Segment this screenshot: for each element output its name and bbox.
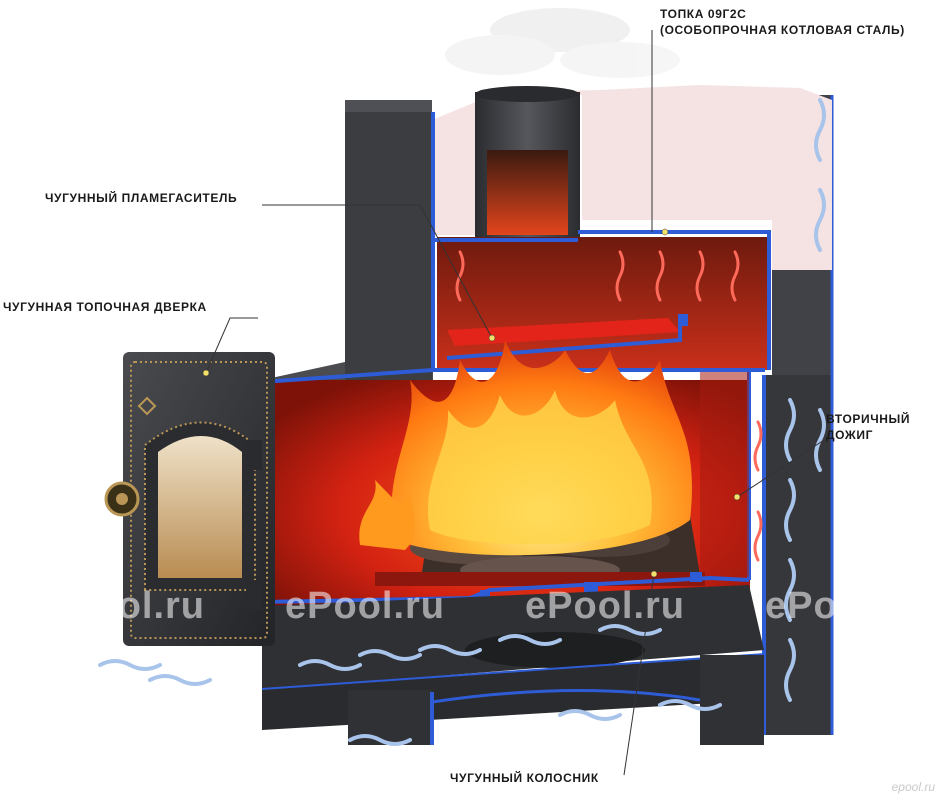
label-fire-door: ЧУГУННАЯ ТОПОЧНАЯ ДВЕРКА bbox=[3, 300, 207, 314]
label-afterburn-line2: ДОЖИГ bbox=[826, 428, 873, 442]
watermark: ePool.ru bbox=[765, 585, 926, 627]
watermark: ePool.ru bbox=[45, 585, 206, 627]
flame-damper bbox=[446, 314, 688, 360]
label-afterburn-line1: ВТОРИЧНЫЙ bbox=[826, 412, 911, 426]
steam bbox=[445, 8, 680, 78]
label-flame-damper: ЧУГУННЫЙ ПЛАМЕГАСИТЕЛЬ bbox=[45, 191, 238, 205]
upper-chamber bbox=[431, 112, 771, 370]
label-firebox-line1: ТОПКА 09Г2С bbox=[660, 7, 747, 21]
corner-logo: epool.ru bbox=[891, 780, 935, 794]
flames bbox=[359, 340, 693, 556]
chimney-pipe bbox=[475, 86, 580, 237]
label-grate: ЧУГУННЫЙ КОЛОСНИК bbox=[450, 771, 599, 785]
label-firebox: ТОПКА 09Г2С (ОСОБОПРОЧНАЯ КОТЛОВАЯ СТАЛЬ… bbox=[660, 6, 905, 38]
watermark: ePool.ru bbox=[525, 585, 686, 627]
heater-stones bbox=[432, 85, 832, 270]
leader-dots bbox=[202, 228, 741, 578]
label-firebox-line2: (ОСОБОПРОЧНАЯ КОТЛОВАЯ СТАЛЬ) bbox=[660, 23, 905, 37]
grate bbox=[261, 572, 750, 604]
leader-lines bbox=[205, 30, 825, 776]
watermark: ePool.ru bbox=[285, 585, 446, 627]
air-inflow-arrows bbox=[98, 98, 826, 746]
label-afterburn: ВТОРИЧНЫЙ ДОЖИГ bbox=[826, 411, 910, 443]
fire-door bbox=[104, 352, 275, 646]
hot-air-arrows bbox=[455, 250, 763, 562]
stove-base bbox=[348, 655, 764, 745]
